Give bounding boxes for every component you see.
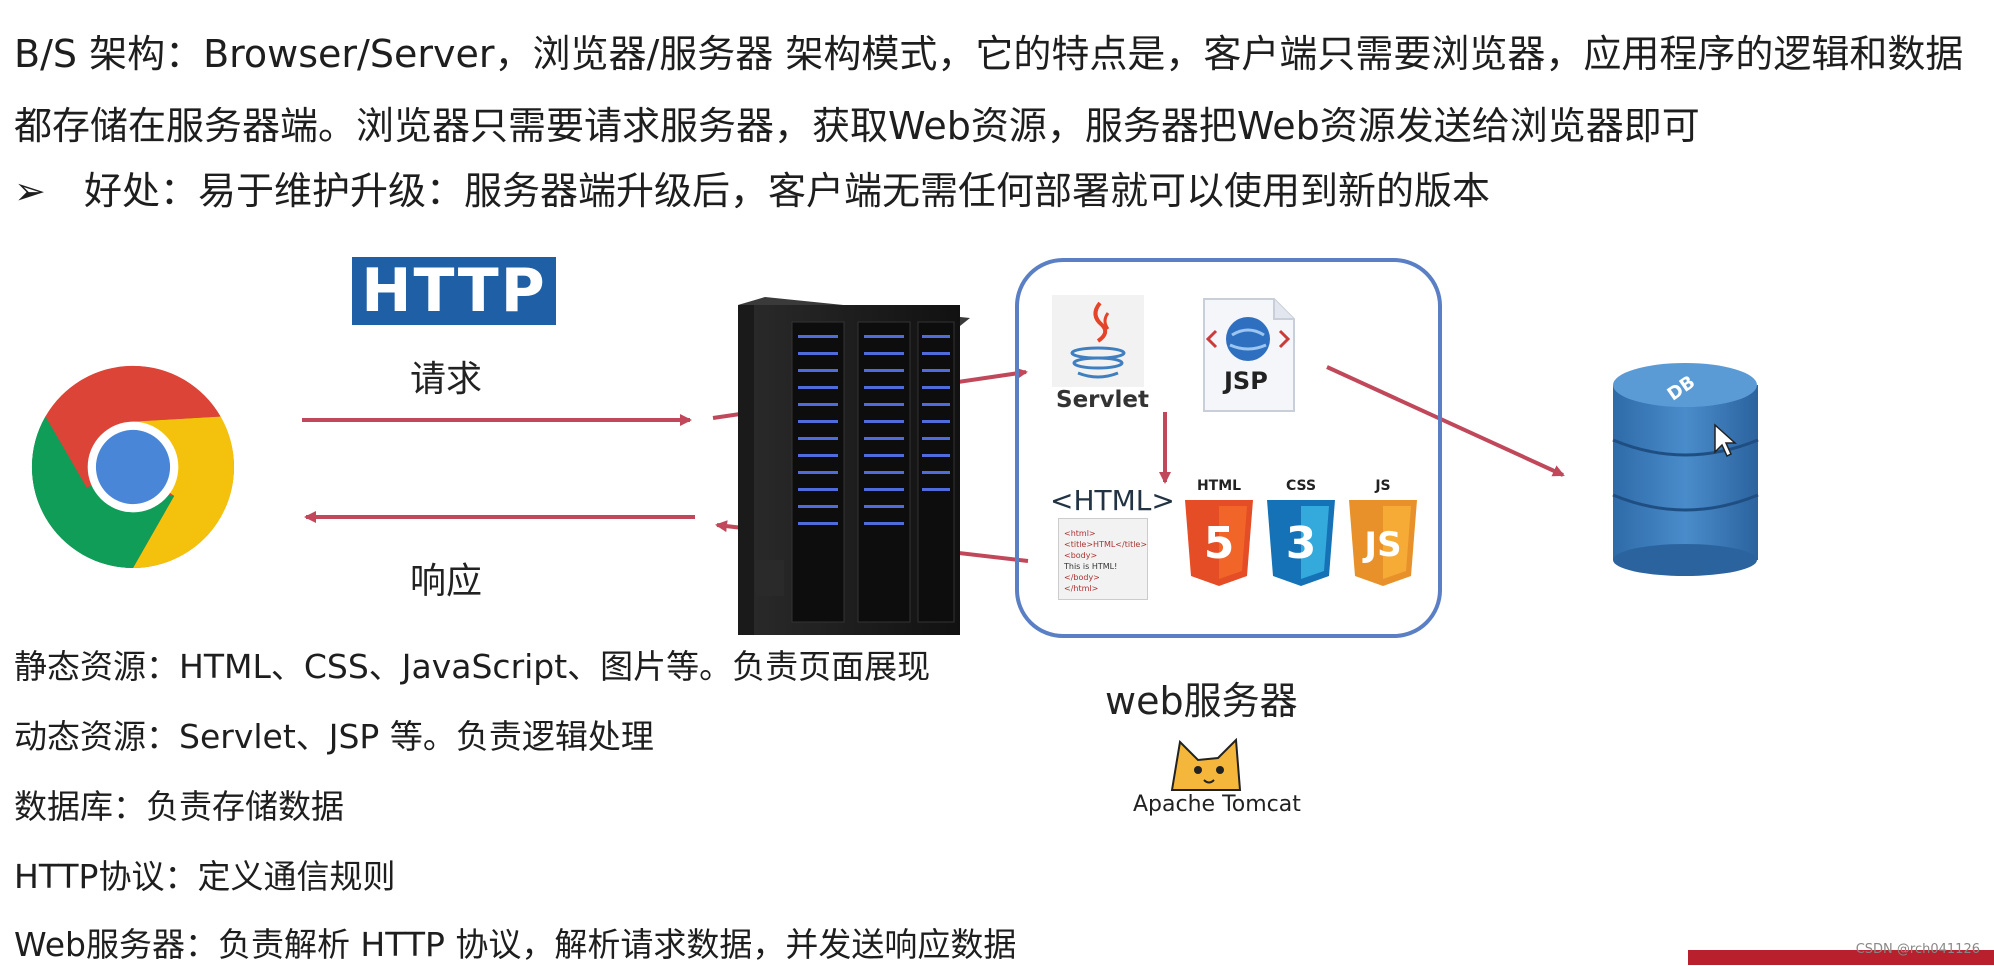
svg-text:JS: JS: [1362, 525, 1401, 565]
http-logo: HTTP: [352, 257, 556, 325]
definition-database: 数据库：负责存储数据: [14, 787, 344, 826]
jsp-to-db-arrow: [1326, 365, 1565, 477]
database-icon: [1612, 363, 1759, 576]
watermark: CSDN @rch041126: [1855, 942, 1980, 957]
html-code-lines: <html> <title>HTML</title> <body> This i…: [1064, 529, 1148, 593]
definition-http-protocol: HTTP协议：定义通信规则: [14, 857, 396, 896]
js-label: JS: [1375, 478, 1391, 494]
chrome-browser-icon: [31, 365, 234, 568]
benefit-text: 好处：易于维护升级：服务器端升级后，客户端无需任何部署就可以使用到新的版本: [84, 169, 1491, 213]
definition-dynamic-resources: 动态资源：Servlet、JSP 等。负责逻辑处理: [14, 717, 654, 756]
svg-text:3: 3: [1286, 518, 1317, 569]
tomcat-label: Apache Tomcat: [1133, 792, 1301, 817]
web-server-label: web服务器: [1105, 679, 1298, 723]
jsp-document-icon: [1203, 298, 1295, 412]
response-label: 响应: [410, 561, 483, 602]
web-server-box: [1015, 258, 1442, 638]
mouse-cursor-icon: [1714, 423, 1737, 458]
html5-shield-icon: 5: [1185, 500, 1253, 586]
js-shield-icon: JS: [1349, 500, 1417, 586]
java-cup-icon: [1052, 295, 1144, 387]
css3-shield-icon: 3: [1267, 500, 1335, 586]
web-tech-logos: HTML CSS JS 5 3 JS: [1183, 478, 1419, 588]
jsp-label: JSP: [1224, 367, 1268, 395]
html5-label: HTML: [1196, 478, 1242, 494]
request-label: 请求: [410, 359, 483, 400]
definition-web-server: Web服务器：负责解析 HTTP 协议，解析请求数据，并发送响应数据: [14, 925, 1017, 964]
html-tag-label: <HTML>: [1050, 484, 1175, 517]
intro-paragraph: B/S 架构：Browser/Server，浏览器/服务器 架构模式，它的特点是…: [14, 32, 1964, 148]
server-rack-icon: [738, 297, 970, 635]
tomcat-logo-icon: [1170, 737, 1242, 791]
jsp-icon: JSP: [1198, 295, 1298, 415]
html-document-icon: <HTML> <html> <title>HTML</title> <body>…: [1050, 482, 1175, 600]
definition-static-resources: 静态资源：HTML、CSS、JavaScript、图片等。负责页面展现: [14, 647, 931, 686]
video-progress-bar: [1688, 950, 1994, 965]
css3-label: CSS: [1285, 478, 1317, 494]
servlet-label: Servlet: [1056, 387, 1149, 413]
servlet-icon: Servlet: [1052, 295, 1149, 415]
bullet-arrow-icon: ➢: [14, 169, 46, 213]
benefit-bullet: ➢ 好处：易于维护升级：服务器端升级后，客户端无需任何部署就可以使用到新的版本: [14, 160, 1490, 215]
svg-text:5: 5: [1204, 518, 1235, 569]
